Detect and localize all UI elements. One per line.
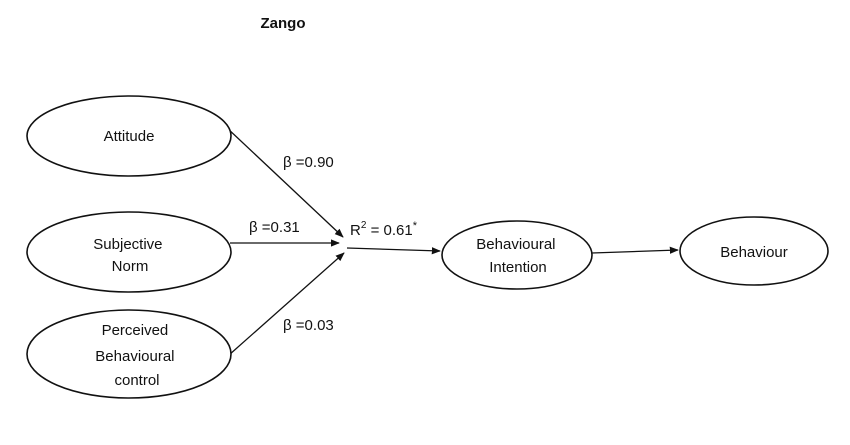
- node-intention-label: Behavioural Intention: [476, 236, 559, 276]
- edge-label-control-beta: β =0.03: [283, 317, 334, 334]
- node-behaviour: Behaviour: [679, 216, 829, 286]
- edge-label-attitude-beta: β =0.90: [283, 154, 334, 171]
- edge-label-norm-beta: β =0.31: [249, 219, 300, 236]
- node-attitude-label: Attitude: [104, 128, 155, 145]
- node-subjective-norm: Subjective Norm: [26, 211, 232, 293]
- node-perceived-control: Perceived Behavioural control: [26, 309, 232, 399]
- edge-intention-to-behaviour: [591, 246, 679, 254]
- edge-attitude-to-junction: [225, 126, 344, 238]
- edge-junction-to-intention: [346, 247, 441, 255]
- node-perceived-control-label: Perceived Behavioural control: [95, 322, 178, 389]
- node-behaviour-label: Behaviour: [720, 244, 788, 261]
- node-subjective-norm-label: Subjective Norm: [93, 236, 166, 275]
- edge-control-to-junction: [228, 252, 345, 356]
- node-attitude: Attitude: [26, 95, 232, 177]
- diagram-title: Zango: [261, 15, 306, 32]
- edge-label-r-squared: R2 = 0.61*: [350, 220, 418, 239]
- node-intention: Behavioural Intention: [441, 220, 593, 290]
